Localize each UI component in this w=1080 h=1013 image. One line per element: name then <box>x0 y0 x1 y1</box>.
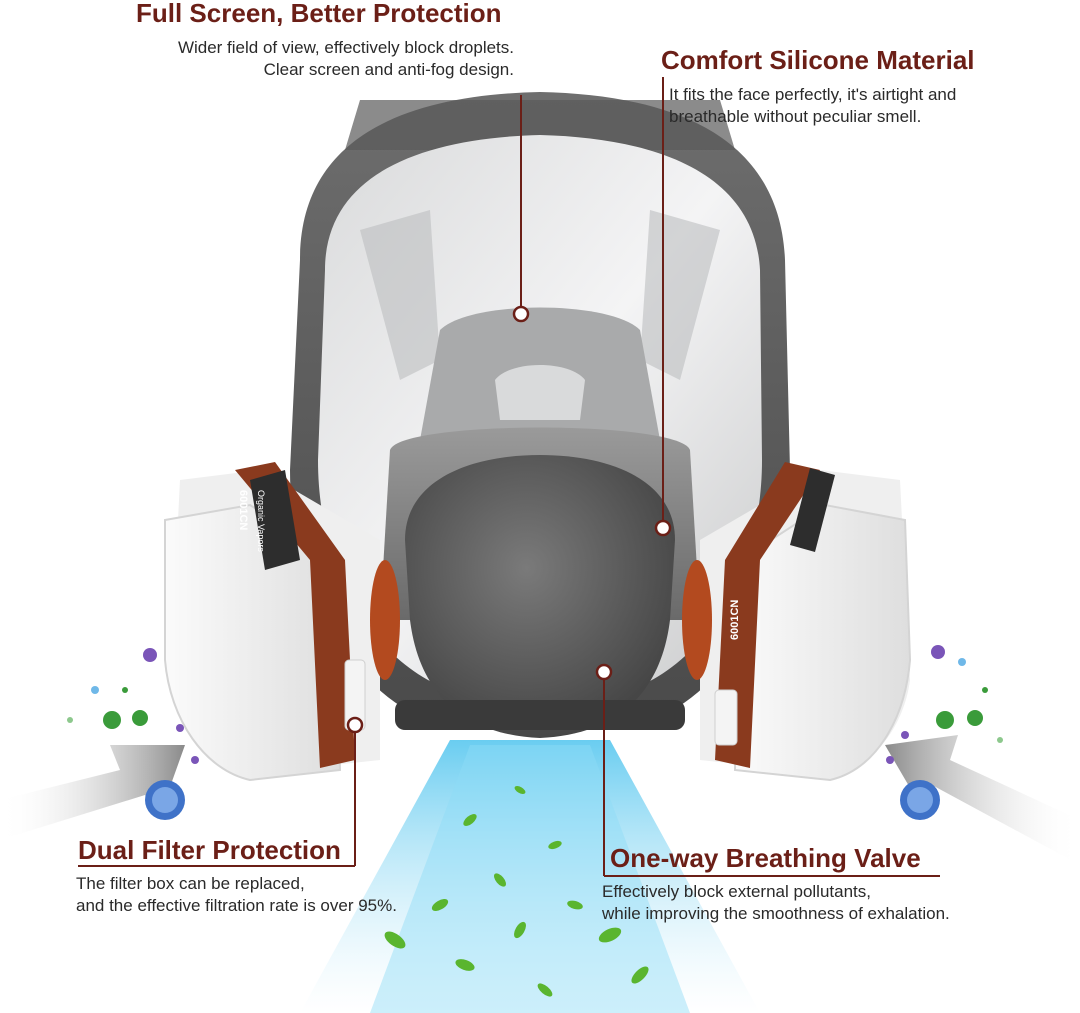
filter-text-left: Organic Vapors <box>256 490 266 552</box>
callout-desc-line: Clear screen and anti-fog design. <box>263 60 514 79</box>
filter-code-right: 6001CN <box>729 600 741 640</box>
title-underline <box>78 865 940 877</box>
leader-line <box>354 77 664 876</box>
virus-icon <box>886 645 1003 820</box>
filter-cartridge-icon <box>682 462 912 782</box>
callout-title-valve: One-way Breathing Valve <box>610 843 921 873</box>
airflow-arrow-icon <box>885 735 1080 865</box>
airflow-arrow-icon <box>0 745 185 840</box>
callout-desc-comfort: It fits the face perfectly, it's airtigh… <box>669 84 956 128</box>
callout-desc-line: while improving the smoothness of exhala… <box>602 904 950 923</box>
callout-desc-full-screen: Wider field of view, effectively block d… <box>108 37 514 81</box>
callout-desc-valve: Effectively block external pollutants, w… <box>602 881 950 925</box>
callout-desc-line: and the effective filtration rate is ove… <box>76 896 397 915</box>
filter-code-left: 6001CN <box>237 490 249 530</box>
leaf-icon <box>384 786 649 997</box>
callout-title-dual-filter: Dual Filter Protection <box>78 835 341 865</box>
callout-title-full-screen: Full Screen, Better Protection <box>136 0 502 28</box>
airflow-icon <box>300 740 760 1013</box>
callout-desc-dual-filter: The filter box can be replaced, and the … <box>76 873 397 917</box>
filter-cartridge-icon <box>164 462 400 782</box>
callout-desc-line: Effectively block external pollutants, <box>602 882 871 901</box>
leader-dot <box>346 305 672 734</box>
callout-desc-line: The filter box can be replaced, <box>76 874 305 893</box>
callout-desc-line: breathable without peculiar smell. <box>669 107 922 126</box>
respirator-mask-icon <box>290 92 790 738</box>
callout-desc-line: It fits the face perfectly, it's airtigh… <box>669 85 957 104</box>
callout-desc-line: Wider field of view, effectively block d… <box>177 38 514 57</box>
virus-icon <box>67 648 199 820</box>
callout-title-comfort: Comfort Silicone Material <box>661 45 975 75</box>
